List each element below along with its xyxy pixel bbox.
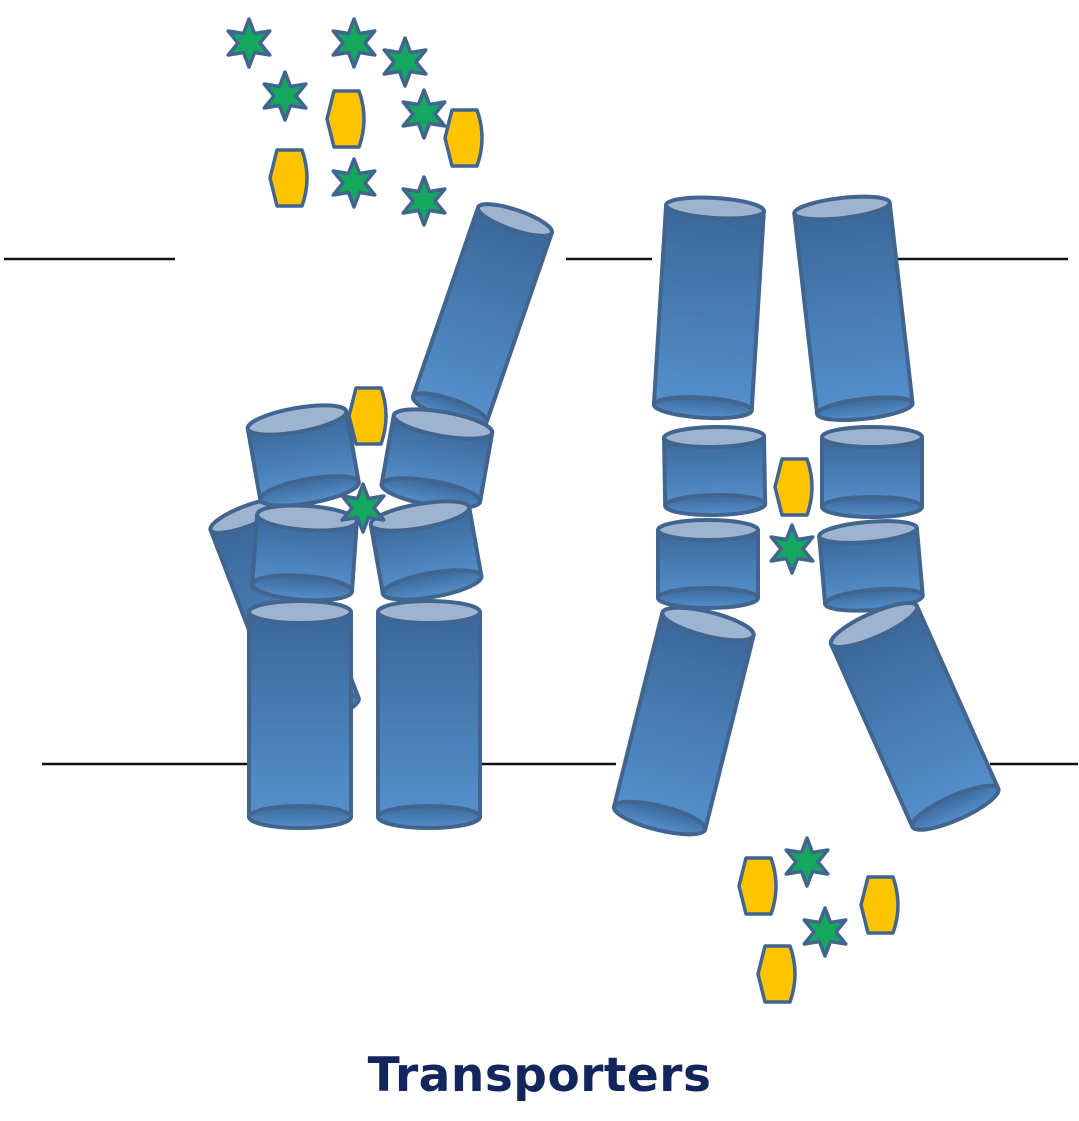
helix-cylinder (656, 518, 760, 610)
star-ion-icon (331, 17, 377, 69)
ion-molecules (226, 17, 848, 958)
star-ion-icon (401, 88, 447, 140)
helix-cylinder (820, 425, 924, 519)
helix-cylinder (662, 424, 768, 518)
star-ion-icon (340, 482, 386, 534)
helix-cylinder (410, 202, 555, 427)
star-ion-icon (769, 523, 815, 575)
hexagon-substrate-icon (347, 386, 388, 446)
hexagon-substrate-icon (859, 875, 900, 935)
helix-cylinder (611, 605, 756, 837)
star-ion-icon (784, 836, 830, 888)
helix-cylinder (368, 499, 484, 602)
star-ion-icon (262, 70, 308, 122)
diagram-caption: Transporters (367, 1048, 712, 1103)
star-ion-icon (226, 17, 272, 69)
transporter-outward-open (208, 202, 555, 830)
helix-cylinder (247, 599, 353, 830)
helix-cylinder (376, 599, 482, 830)
substrate-molecules (268, 89, 900, 1004)
transporter-inward-open (611, 194, 1001, 837)
helix-cylinder (792, 194, 915, 423)
helix-cylinder (245, 403, 361, 508)
helix-cylinder (651, 195, 766, 421)
helix-cylinder (250, 503, 359, 603)
helix-cylinder (828, 600, 1001, 832)
star-ion-icon (382, 36, 428, 88)
helix-cylinder (379, 407, 495, 510)
hexagon-substrate-icon (773, 457, 814, 517)
star-ion-icon (401, 175, 447, 227)
star-ion-icon (331, 157, 377, 209)
hexagon-substrate-icon (443, 108, 484, 168)
star-ion-icon (802, 906, 848, 958)
hexagon-substrate-icon (325, 89, 366, 149)
helix-cylinder (817, 519, 925, 613)
hexagon-substrate-icon (268, 148, 309, 208)
hexagon-substrate-icon (756, 944, 797, 1004)
hexagon-substrate-icon (737, 856, 778, 916)
